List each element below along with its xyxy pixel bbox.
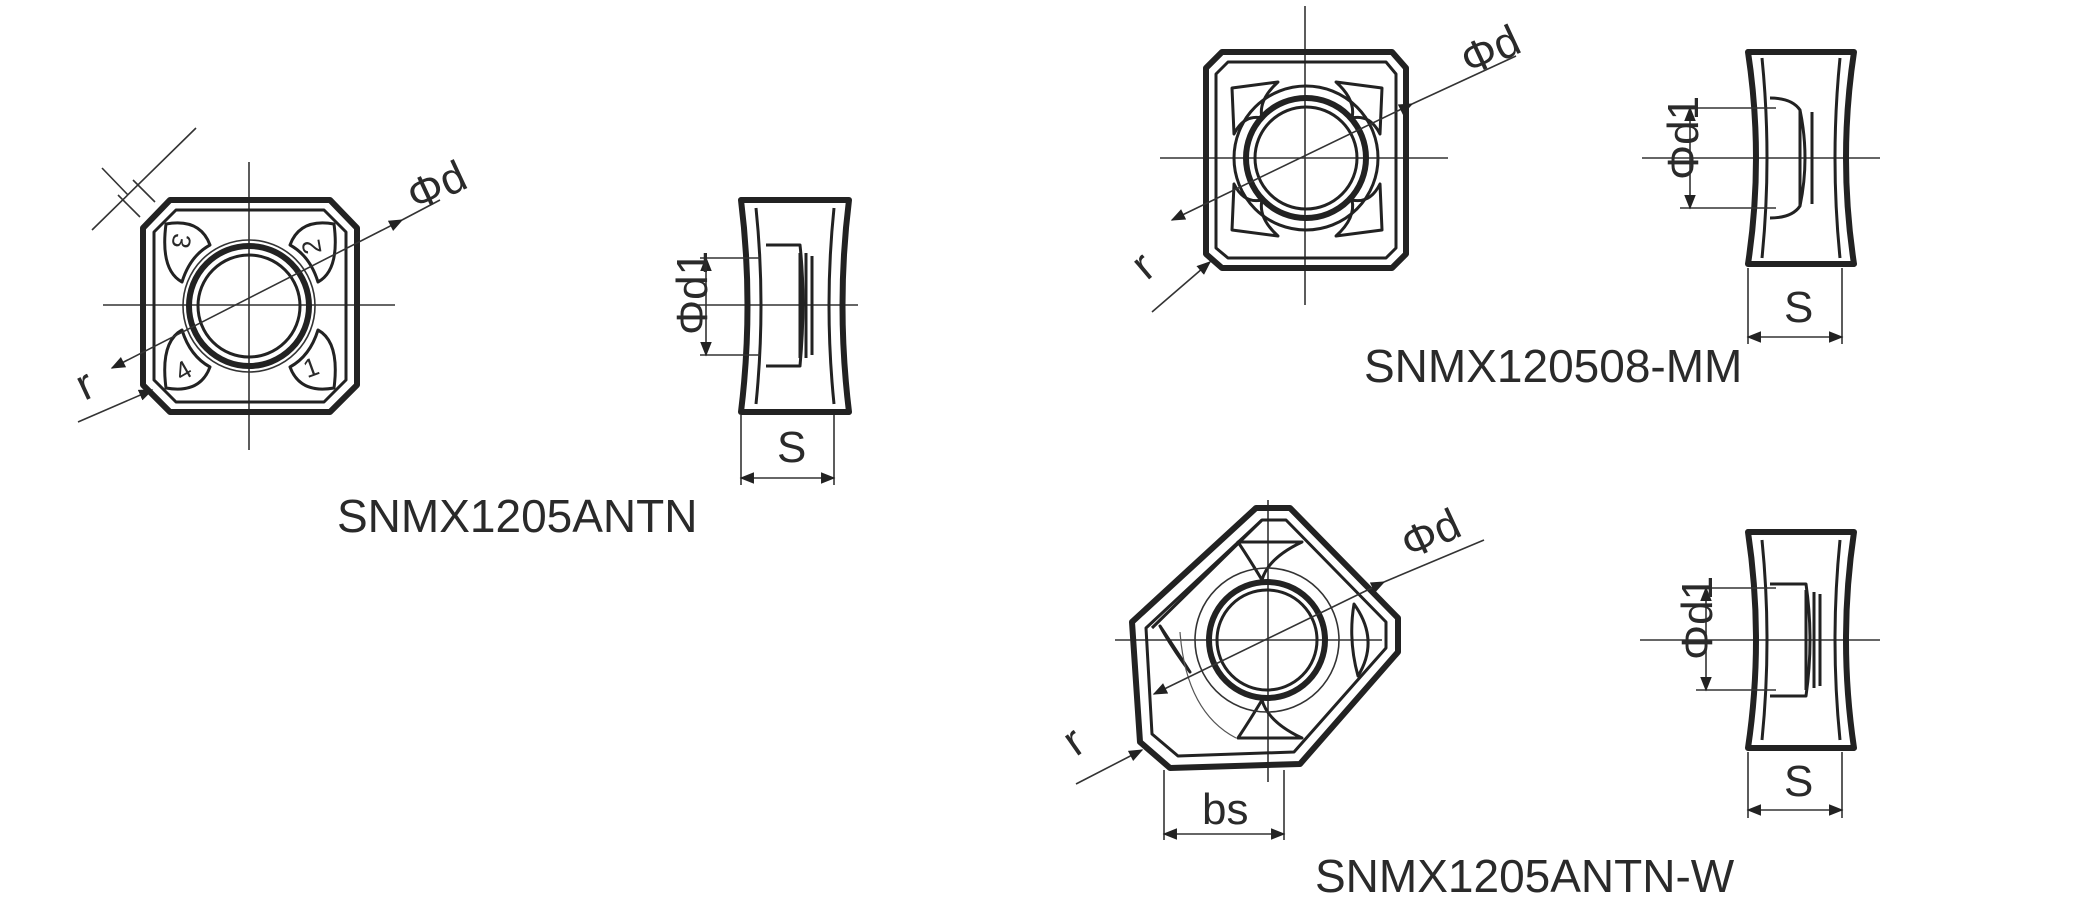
hole-diameter-label-3: Φd1 xyxy=(1673,576,1722,660)
corner-number-4: 4 xyxy=(169,354,197,387)
thickness-label-2: S xyxy=(1784,283,1813,332)
snmx1205antn-w-side-view: Φd1 S xyxy=(1640,529,1880,818)
snmx1205antn-top-view: 3 2 4 1 Φd r xyxy=(68,127,474,450)
bevel-width-label: bs xyxy=(1202,785,1248,834)
snmx120508-mm-side-view: Φd1 S xyxy=(1642,49,1880,344)
radius-label: r xyxy=(68,359,102,410)
corner-number-2: 2 xyxy=(295,237,327,256)
hole-diameter-label: Φd1 xyxy=(668,251,717,335)
caption-snmx1205antn-w: SNMX1205ANTN-W xyxy=(1315,850,1735,902)
radius-label-2: r xyxy=(1122,242,1165,289)
thickness-label-3: S xyxy=(1784,757,1813,806)
diameter-label: Φd xyxy=(399,151,474,221)
snmx1205antn-w-top-view: Φd r bs xyxy=(1053,499,1485,840)
corner-number-1: 1 xyxy=(299,351,323,384)
snmx120508-mm-top-view: Φd r xyxy=(1122,6,1528,313)
caption-snmx120508-mm: SNMX120508-MM xyxy=(1364,340,1742,392)
diameter-label-3: Φd xyxy=(1393,499,1468,569)
thickness-label: S xyxy=(777,423,806,472)
caption-snmx1205antn: SNMX1205ANTN xyxy=(337,490,697,542)
radius-label-3: r xyxy=(1053,717,1093,766)
snmx1205antn-side-view: Φd1 S xyxy=(668,197,858,485)
hole-diameter-label-2: Φd1 xyxy=(1659,96,1708,180)
diameter-label-2: Φd xyxy=(1453,16,1528,86)
corner-number-3: 3 xyxy=(165,231,197,250)
